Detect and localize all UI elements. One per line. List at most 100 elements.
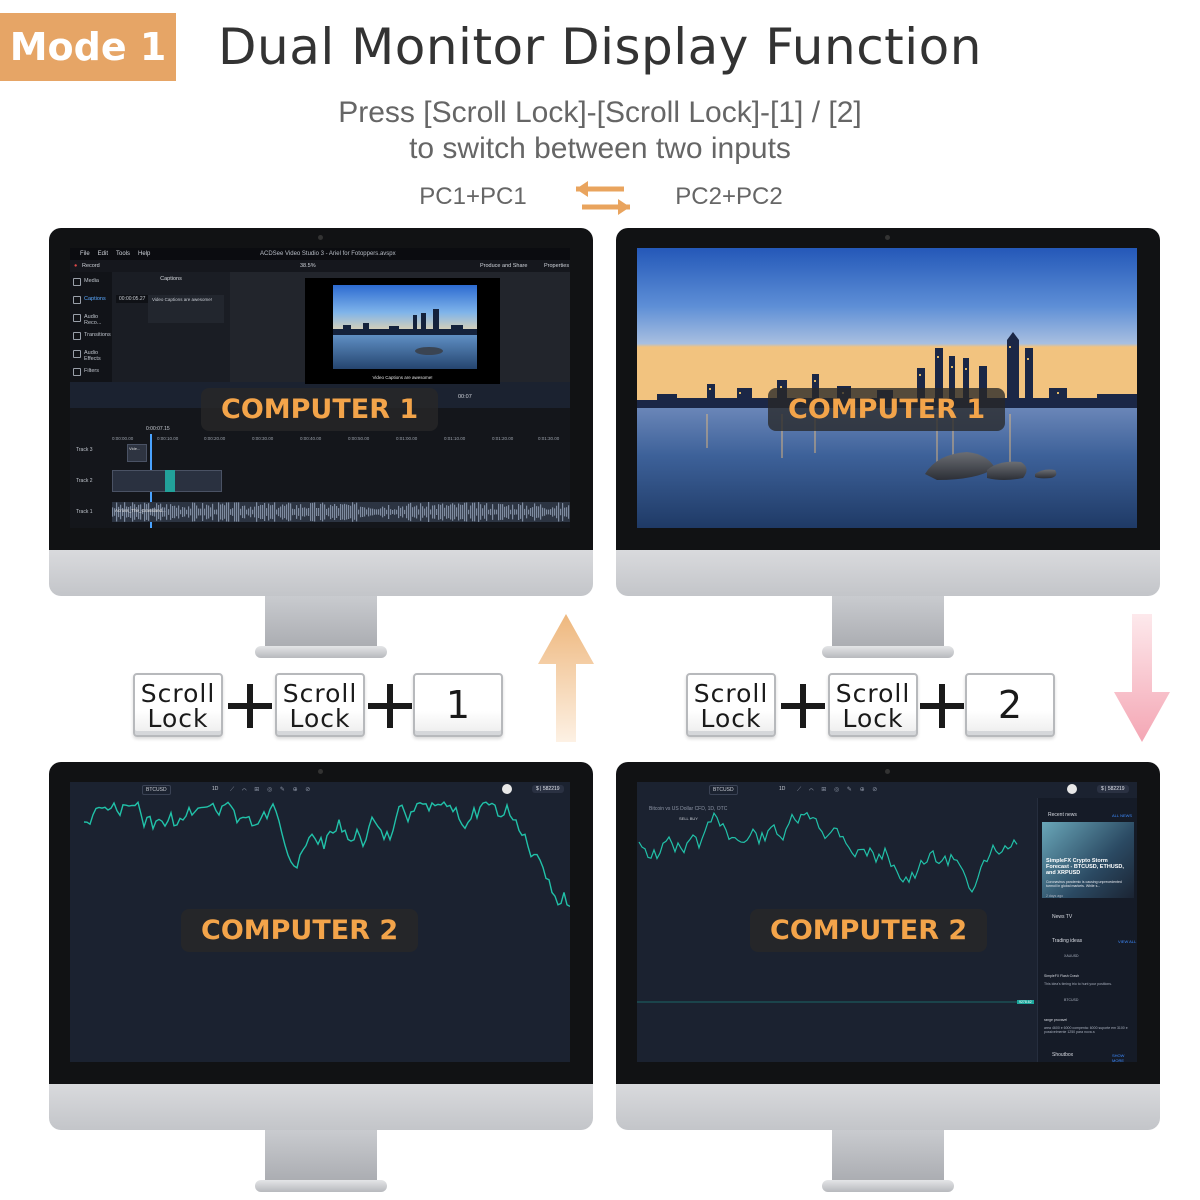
pc-right-label: PC2+PC2 (675, 183, 783, 210)
produce-share-button[interactable]: Produce and Share (480, 263, 528, 269)
interval-selector[interactable]: 1D (779, 786, 786, 792)
preview-city-image (333, 285, 477, 369)
scroll-lock-key: Scroll Lock (133, 673, 223, 737)
computer-label: COMPUTER 1 (201, 388, 439, 431)
key-label: Lock (842, 704, 904, 733)
caption-clip[interactable]: Vide... (127, 444, 147, 462)
number-key-2: 2 (965, 673, 1055, 737)
idea-symbol: BTCUSD (1064, 998, 1079, 1002)
camera-dot (885, 769, 890, 774)
city-skyline-wallpaper (637, 248, 1137, 528)
scroll-lock-key: Scroll Lock (686, 673, 776, 737)
sidebar-item-media[interactable]: Media (70, 272, 112, 290)
recent-news-heading: Recent news (1048, 812, 1077, 818)
captions-panel-title: Captions (160, 276, 182, 282)
monitor-bottom-right: BTCUSD 1D ⟋ ⌒ ⊞ ◎ ✎ ⊕ ⊘ $ | 582219 Bitco… (616, 762, 1160, 1197)
monitor-stand (265, 596, 377, 650)
avatar[interactable] (1067, 784, 1077, 794)
audio-waveform[interactable] (112, 502, 570, 522)
news-tv-heading[interactable]: News TV (1052, 914, 1073, 920)
symbol-search[interactable]: BTCUSD (142, 785, 171, 795)
monitor-chin (49, 1084, 593, 1130)
computer-label: COMPUTER 2 (750, 909, 988, 952)
monitor-foot (255, 1180, 387, 1192)
plus-icon (368, 684, 412, 728)
key-label: Scroll (140, 679, 216, 708)
monitor-top-left: File Edit Tools Help ACDSee Video Studio… (49, 228, 593, 663)
mode-badge: Mode 1 (0, 13, 176, 81)
idea-text: area 4600 e 6000 compenta: 6000 suporte … (1044, 1026, 1128, 1034)
price-chart[interactable] (637, 782, 1037, 1062)
ruler-tick-label: 0:01:10.00 (444, 436, 466, 441)
news-age: 2 days ago (1046, 894, 1064, 898)
key-label: Scroll (835, 679, 911, 708)
news-headline[interactable]: SimpleFX Crypto Storm Forecast - BTCUSD,… (1046, 858, 1124, 876)
editor-toolbar: ● Record 38.5% Produce and Share Propert… (70, 260, 570, 272)
shoutbox-heading[interactable]: Shoutbox (1052, 1052, 1074, 1058)
current-price-tag: 9278.62 (1017, 1000, 1034, 1004)
camera-dot (318, 769, 323, 774)
transition-marker[interactable] (165, 470, 175, 492)
ruler-tick-label: 0:01:00.00 (396, 436, 418, 441)
menu-file[interactable]: File (80, 251, 90, 257)
scroll-lock-key: Scroll Lock (828, 673, 918, 737)
computer-label: COMPUTER 1 (768, 388, 1006, 431)
editor-sidebar: Media Captions Audio Reco... Transitions… (70, 272, 112, 382)
ruler-tick-label: 0:00:20.00 (204, 436, 226, 441)
chart-toolbar: BTCUSD 1D ⟋ ⌒ ⊞ ◎ ✎ ⊕ ⊘ $ | 582219 (70, 782, 570, 796)
captions-panel: Captions 00:00:05.27 Video Captions are … (112, 272, 230, 382)
instruction-line-1: Press [Scroll Lock]-[Scroll Lock]-[1] / … (338, 96, 862, 129)
camera-dot (318, 235, 323, 240)
ruler-tick-label: 0:01:20.00 (492, 436, 514, 441)
symbol-search[interactable]: BTCUSD (709, 785, 738, 795)
menu-help[interactable]: Help (138, 251, 151, 257)
timeline-ruler: 0:00:00.00 0:00:10.00 0:00:20.00 0:00:30… (112, 436, 570, 444)
all-news-link[interactable]: ALL NEWS (1112, 813, 1133, 818)
camera-dot (885, 235, 890, 240)
menu-tools[interactable]: Tools (116, 251, 131, 257)
idea-title[interactable]: SimpleFX Flash Crash (1044, 974, 1080, 978)
monitor-foot (822, 1180, 954, 1192)
drawing-tools-icons[interactable]: ⟋ ⌒ ⊞ ◎ ✎ ⊕ ⊘ (230, 787, 314, 793)
monitor-foot (822, 646, 954, 658)
properties-button[interactable]: Properties (544, 263, 570, 269)
sidebar-item-audio-record[interactable]: Audio Reco... (70, 308, 112, 326)
plus-icon (781, 684, 825, 728)
account-balance[interactable]: $ | 582219 (532, 785, 564, 793)
ruler-tick-label: 0:00:00.00 (112, 436, 134, 441)
monitor-stand (832, 596, 944, 650)
monitor-chin (616, 1084, 1160, 1130)
avatar[interactable] (502, 784, 512, 794)
idea-symbol: XAUUSD (1064, 954, 1079, 958)
ruler-tick-label: 0:00:30.00 (252, 436, 274, 441)
ruler-tick-label: 0:00:50.00 (348, 436, 370, 441)
show-more-link[interactable]: SHOW MORE (1112, 1053, 1125, 1062)
ruler-tick-label: 0:00:10.00 (157, 436, 179, 441)
zoom-level[interactable]: 38.5% (300, 263, 316, 269)
view-all-link[interactable]: VIEW ALL (1118, 939, 1137, 944)
caption-timecode[interactable]: 00:00:05.27 (116, 295, 149, 303)
key-label: Scroll (693, 679, 769, 708)
playhead-time: 0:00:07.15 (146, 426, 170, 432)
idea-title[interactable]: range provavel (1044, 1018, 1068, 1022)
buy-sell-panel[interactable]: SELL BUY (679, 816, 698, 821)
account-balance[interactable]: $ | 582219 (1097, 785, 1129, 793)
news-image[interactable] (1042, 822, 1134, 898)
instruction-line-2: to switch between two inputs (409, 132, 791, 165)
sidebar-item-audio-effects[interactable]: Audio Effects (70, 344, 112, 362)
record-icon: ● (74, 263, 78, 269)
menu-edit[interactable]: Edit (97, 251, 109, 257)
swap-arrows-icon (576, 181, 630, 215)
trading-ideas-heading: Trading ideas (1052, 938, 1083, 944)
price-chart[interactable] (70, 782, 570, 1062)
sidebar-item-filters[interactable]: Filters (70, 362, 112, 380)
caption-text-field[interactable]: Video Captions are awesome! (148, 295, 224, 323)
sidebar-item-captions[interactable]: Captions (70, 290, 112, 308)
drawing-tools-icons[interactable]: ⟋ ⌒ ⊞ ◎ ✎ ⊕ ⊘ (797, 787, 881, 793)
monitor-stand (832, 1130, 944, 1184)
sidebar-item-transitions[interactable]: Transitions (70, 326, 112, 344)
number-key-1: 1 (413, 673, 503, 737)
monitor-chin (616, 550, 1160, 596)
record-button[interactable]: Record (82, 263, 100, 269)
interval-selector[interactable]: 1D (212, 786, 219, 792)
